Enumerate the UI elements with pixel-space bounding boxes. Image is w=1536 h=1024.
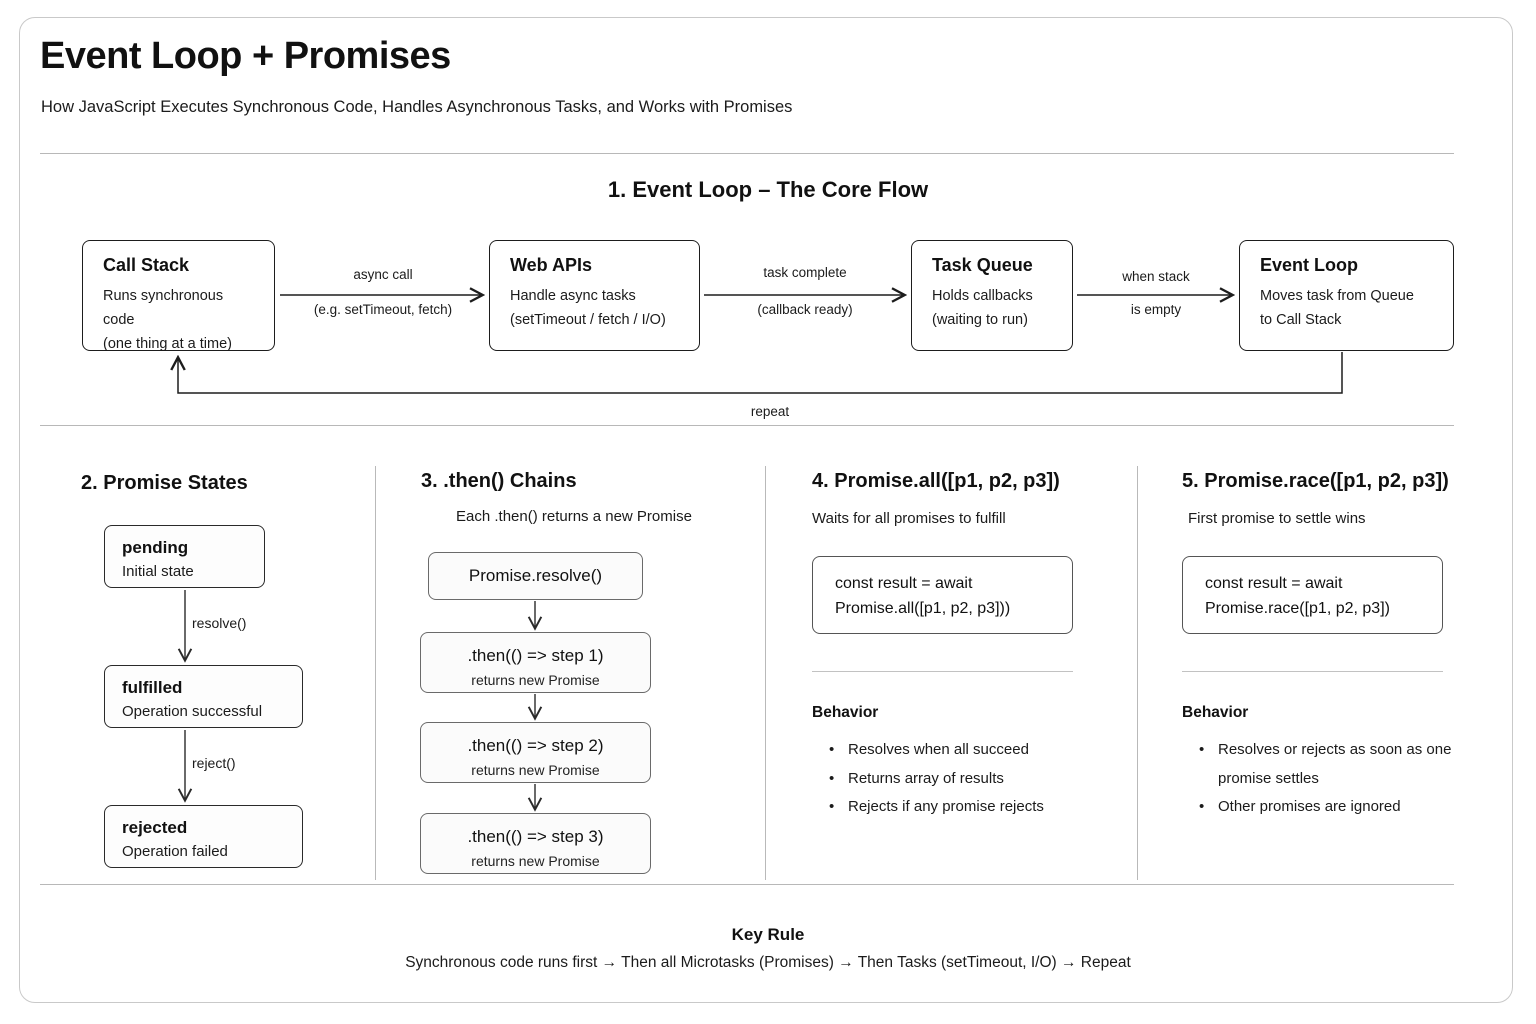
flow-box-line-1: Handle async tasks	[510, 288, 636, 304]
code-line-2: Promise.race([p1, p2, p3])	[1205, 599, 1390, 617]
divider-header	[40, 153, 1454, 154]
page-subtitle: How JavaScript Executes Synchronous Code…	[41, 98, 793, 116]
divider-promise-all-behavior	[812, 671, 1073, 672]
divider-column-2-3	[375, 466, 376, 880]
then-step-label: .then(() => step 1)	[467, 646, 604, 665]
list-item: Returns array of results	[826, 765, 1044, 794]
transition-label-resolve: resolve()	[192, 615, 247, 631]
state-name: pending	[122, 538, 189, 557]
flow-box-title: Task Queue	[932, 255, 1033, 275]
flow-box-event-loop: Event Loop Moves task from Queue to Call…	[1239, 240, 1454, 351]
list-item: Rejects if any promise rejects	[826, 793, 1044, 822]
then-step-sub: returns new Promise	[471, 853, 600, 869]
list-item: Resolves or rejects as soon as one promi…	[1196, 736, 1463, 793]
flow-box-line-1: Holds callbacks	[932, 288, 1033, 304]
state-desc: Operation successful	[122, 703, 263, 720]
promise-all-behavior-list: Resolves when all succeed Returns array …	[826, 736, 1044, 822]
flow-box-call-stack: Call Stack Runs synchronous code (one th…	[82, 240, 275, 352]
connector-1-label-above: async call	[353, 267, 413, 282]
flow-box-line-2: (setTimeout / fetch / I/O)	[510, 311, 666, 328]
promise-race-code-block: const result = await Promise.race([p1, p…	[1182, 556, 1443, 634]
promise-state-pending: pending Initial state	[104, 525, 265, 588]
connector-3-label-above: when stack	[1122, 269, 1190, 284]
page-title: Event Loop + Promises	[40, 35, 451, 77]
flow-box-line-1: Runs synchronous code	[103, 288, 224, 328]
flow-box-title: Web APIs	[510, 255, 593, 275]
then-step-label: .then(() => step 3)	[467, 827, 604, 846]
then-chain-step-1: .then(() => step 1) returns new Promise	[420, 632, 651, 693]
code-line-1: const result = await	[1205, 575, 1343, 592]
code-line-2: Promise.all([p1, p2, p3]))	[835, 599, 1011, 617]
feedback-loop-label: repeat	[750, 404, 790, 419]
key-rule-heading: Key Rule	[731, 925, 805, 944]
then-step-sub: returns new Promise	[471, 672, 600, 688]
promise-all-behavior-heading: Behavior	[812, 704, 879, 721]
then-step-label: Promise.resolve()	[468, 566, 603, 585]
section-3-subtitle: Each .then() returns a new Promise	[456, 508, 692, 525]
flow-box-line-1: Moves task from Queue	[1260, 288, 1414, 304]
code-line-1: const result = await	[835, 575, 973, 592]
then-chain-step-3: .then(() => step 3) returns new Promise	[420, 813, 651, 874]
state-desc: Operation failed	[122, 843, 228, 860]
promise-race-behavior-list: Resolves or rejects as soon as one promi…	[1196, 736, 1463, 822]
flow-box-title: Event Loop	[1260, 255, 1358, 275]
flow-box-line-2: (one thing at a time)	[103, 335, 232, 352]
flow-box-web-apis: Web APIs Handle async tasks (setTimeout …	[489, 240, 700, 351]
section-5-title: 5. Promise.race([p1, p2, p3])	[1182, 470, 1449, 492]
flow-box-task-queue: Task Queue Holds callbacks (waiting to r…	[911, 240, 1073, 351]
list-item: Resolves when all succeed	[826, 736, 1044, 765]
state-name: rejected	[122, 818, 188, 837]
then-step-sub: returns new Promise	[471, 762, 600, 778]
promise-state-rejected: rejected Operation failed	[104, 805, 303, 868]
flow-box-title: Call Stack	[103, 255, 190, 275]
promise-all-code-block: const result = await Promise.all([p1, p2…	[812, 556, 1073, 634]
flow-box-line-2: (waiting to run)	[932, 311, 1028, 328]
list-item: Other promises are ignored	[1196, 793, 1463, 822]
connector-2-label-below: (callback ready)	[757, 302, 853, 317]
divider-promise-race-behavior	[1182, 671, 1443, 672]
section-3-title: 3. .then() Chains	[421, 470, 577, 492]
section-5-subtitle: First promise to settle wins	[1188, 510, 1366, 527]
promise-state-fulfilled: fulfilled Operation successful	[104, 665, 303, 728]
then-chain-step-2: .then(() => step 2) returns new Promise	[420, 722, 651, 783]
divider-column-3-4	[765, 466, 766, 880]
divider-section-1	[40, 425, 1454, 426]
transition-label-reject: reject()	[192, 755, 236, 771]
then-step-label: .then(() => step 2)	[467, 736, 604, 755]
section-4-title: 4. Promise.all([p1, p2, p3])	[812, 470, 1060, 492]
flow-box-line-2: to Call Stack	[1260, 311, 1342, 328]
promise-race-behavior-heading: Behavior	[1182, 704, 1249, 721]
connector-1-label-below: (e.g. setTimeout, fetch)	[313, 302, 453, 317]
divider-column-4-5	[1137, 466, 1138, 880]
section-4-subtitle: Waits for all promises to fulfill	[812, 510, 1006, 527]
section-2-title: 2. Promise States	[81, 472, 248, 494]
state-name: fulfilled	[122, 678, 183, 697]
state-desc: Initial state	[122, 563, 194, 580]
section-1-title: 1. Event Loop – The Core Flow	[607, 177, 929, 202]
divider-footer	[40, 884, 1454, 885]
key-rule-text: Synchronous code runs first → Then all M…	[405, 954, 1131, 971]
connector-3-label-below: is empty	[1130, 302, 1182, 317]
connector-2-label-above: task complete	[763, 265, 847, 280]
then-chain-step-0: Promise.resolve()	[428, 552, 643, 600]
